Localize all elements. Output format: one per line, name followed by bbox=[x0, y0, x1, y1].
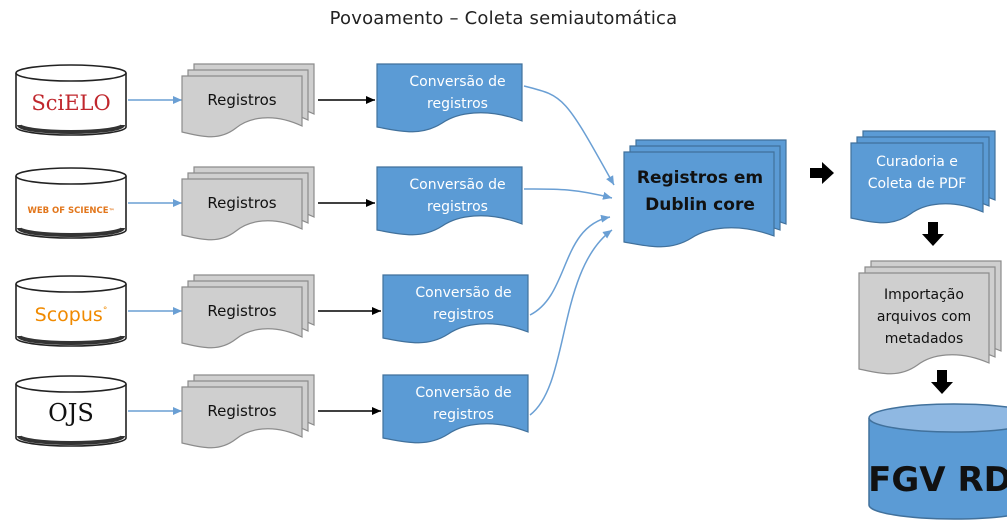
source-logo: WEB OF SCIENCE™ bbox=[27, 206, 114, 216]
registros-stack bbox=[181, 274, 315, 349]
conversion-document bbox=[382, 274, 529, 344]
big-arrow-right bbox=[810, 162, 834, 184]
registros-label: Registros bbox=[207, 194, 276, 212]
source-row: WEB OF SCIENCE™ Registros Conversão de regi… bbox=[15, 166, 613, 241]
registros-stack bbox=[181, 374, 315, 449]
curadoria-label: Coleta de PDF bbox=[868, 176, 967, 192]
source-logo: OJS bbox=[48, 399, 94, 427]
registros-stack bbox=[181, 63, 315, 138]
conversion-label: registros bbox=[427, 96, 488, 112]
source-row: Scopus° Registros Conversão de registros bbox=[15, 214, 611, 349]
source-logo: SciELO bbox=[31, 91, 110, 115]
connector-arrow bbox=[523, 188, 613, 200]
conversion-document bbox=[376, 166, 523, 236]
repository-database-icon bbox=[868, 403, 1007, 520]
source-database-icon bbox=[15, 275, 127, 347]
registros-label: Registros bbox=[207, 302, 276, 320]
dublin-core-label: Registros em bbox=[637, 168, 763, 188]
source-logo: Scopus° bbox=[35, 304, 108, 326]
connector-arrow bbox=[529, 229, 613, 416]
repository-label: FGV RD bbox=[868, 460, 1007, 500]
conversion-label: Conversão de bbox=[409, 177, 505, 193]
conversion-label: Conversão de bbox=[415, 385, 511, 401]
conversion-document bbox=[376, 63, 523, 133]
connector-arrow bbox=[529, 214, 611, 316]
source-database-icon bbox=[15, 64, 127, 136]
registros-label: Registros bbox=[207, 91, 276, 109]
source-database-icon bbox=[15, 167, 127, 239]
conversion-label: Conversão de bbox=[415, 285, 511, 301]
curadoria-documents bbox=[850, 130, 996, 224]
source-database-icon bbox=[15, 375, 127, 447]
connector-arrow bbox=[523, 85, 615, 186]
curadoria-label: Curadoria e bbox=[876, 154, 958, 170]
big-arrow-down bbox=[931, 370, 953, 394]
registros-stack bbox=[181, 166, 315, 241]
conversion-label: registros bbox=[433, 407, 494, 423]
importacao-label: arquivos com bbox=[877, 309, 971, 325]
big-arrow-down bbox=[922, 222, 944, 246]
importacao-label: metadados bbox=[885, 331, 964, 347]
conversion-label: registros bbox=[433, 307, 494, 323]
source-row: SciELO Registros Conversão de registros bbox=[15, 63, 615, 186]
dublin-core-documents bbox=[623, 139, 787, 248]
registros-label: Registros bbox=[207, 402, 276, 420]
diagram-title: Povoamento – Coleta semiautomática bbox=[329, 8, 678, 29]
conversion-label: Conversão de bbox=[409, 74, 505, 90]
importacao-documents bbox=[858, 260, 1002, 375]
conversion-label: registros bbox=[427, 199, 488, 215]
importacao-label: Importação bbox=[884, 287, 964, 303]
dublin-core-label: Dublin core bbox=[645, 195, 755, 215]
conversion-document bbox=[382, 374, 529, 444]
